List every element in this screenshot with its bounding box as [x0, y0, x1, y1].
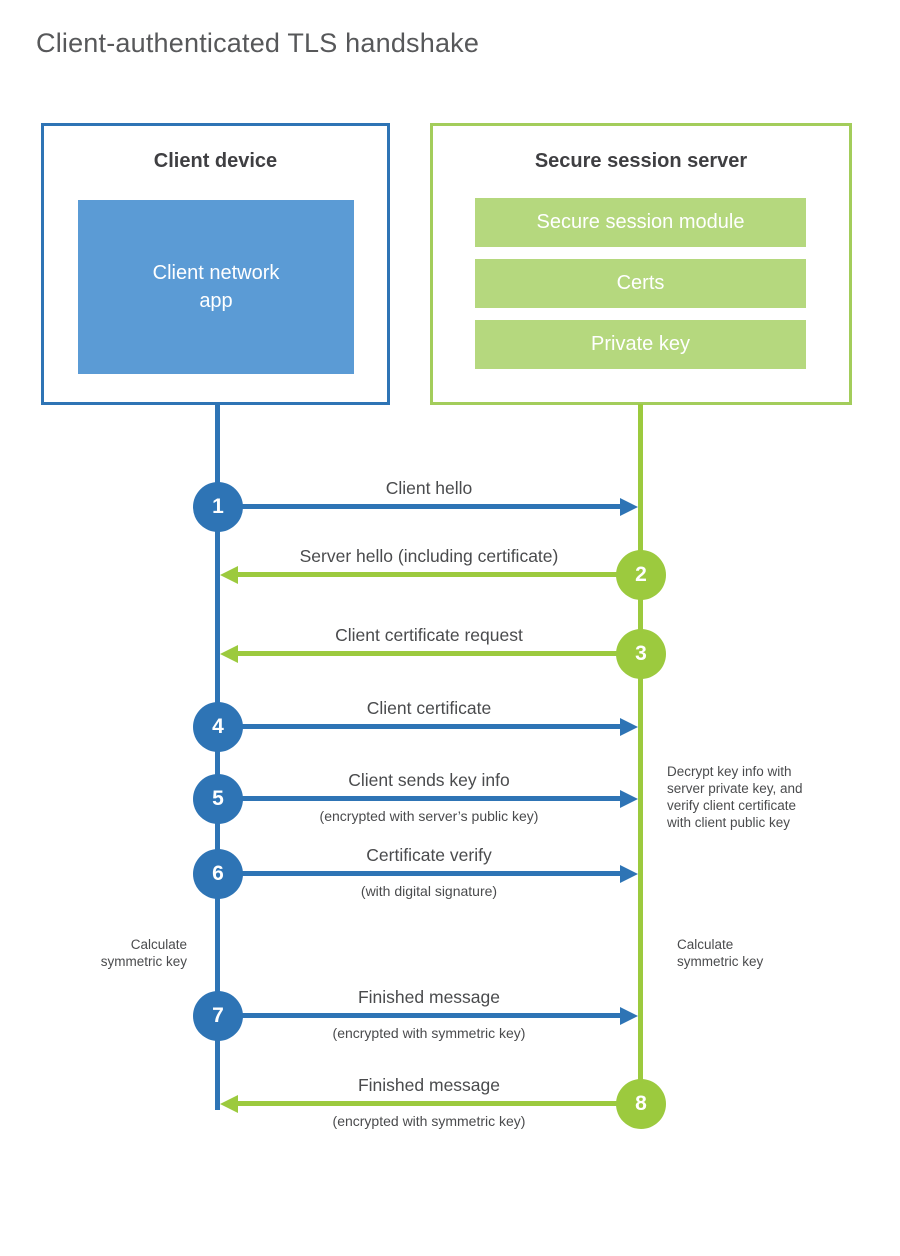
arrow-shaft	[218, 796, 620, 801]
server-private-key-bar: Private key	[475, 320, 806, 369]
arrow-shaft	[218, 724, 620, 729]
arrow-shaft	[218, 871, 620, 876]
arrow-shaft	[238, 1101, 641, 1106]
arrow-head-left-icon	[220, 566, 238, 584]
step-7-badge: 7	[193, 991, 243, 1041]
message-sublabel-finished-client: (encrypted with symmetric key)	[332, 1025, 526, 1041]
decrypt-key-info-note: Decrypt key info with server private key…	[667, 764, 803, 830]
server-certs-label: Certs	[616, 272, 665, 294]
message-sublabel-key-info: (encrypted with server’s public key)	[319, 808, 539, 824]
page-title: Client-authenticated TLS handshake	[36, 28, 480, 58]
message-label-client-hello: Client hello	[385, 478, 473, 498]
arrow-head-left-icon	[220, 645, 238, 663]
step-3-number: 3	[635, 642, 647, 665]
step-8-badge: 8	[616, 1079, 666, 1129]
arrow-head-right-icon	[620, 790, 638, 808]
step-6-badge: 6	[193, 849, 243, 899]
step-5-number: 5	[212, 787, 224, 810]
message-label-cert-request: Client certificate request	[335, 625, 523, 645]
arrow-head-left-icon	[220, 1095, 238, 1113]
secure-session-server-title: Secure session server	[534, 150, 748, 172]
server-lifeline	[638, 404, 643, 1105]
message-label-client-certificate: Client certificate	[366, 698, 492, 718]
step-3-badge: 3	[616, 629, 666, 679]
client-lifeline	[215, 404, 220, 1110]
arrow-shaft	[218, 504, 620, 509]
arrow-shaft	[238, 651, 641, 656]
message-label-cert-verify: Certificate verify	[366, 845, 492, 865]
step-1-number: 1	[212, 495, 224, 518]
message-label-key-info: Client sends key info	[348, 770, 510, 790]
arrow-head-right-icon	[620, 498, 638, 516]
message-label-finished-client: Finished message	[357, 987, 501, 1007]
message-label-finished-server: Finished message	[357, 1075, 501, 1095]
message-label-server-hello: Server hello (including certificate)	[299, 546, 559, 566]
message-sublabel-finished-server: (encrypted with symmetric key)	[332, 1113, 526, 1129]
calc-symmetric-key-note-client: Calculate symmetric key	[100, 937, 187, 969]
arrow-shaft	[218, 1013, 620, 1018]
message-sublabel-cert-verify: (with digital signature)	[360, 883, 498, 899]
server-certs-bar: Certs	[475, 259, 806, 308]
step-1-badge: 1	[193, 482, 243, 532]
step-4-badge: 4	[193, 702, 243, 752]
server-module-label: Secure session module	[536, 211, 745, 233]
arrow-head-right-icon	[620, 1007, 638, 1025]
client-network-app-box: Client network app	[78, 200, 354, 374]
arrow-head-right-icon	[620, 718, 638, 736]
client-device-title: Client device	[153, 150, 278, 172]
calc-symmetric-key-note-server: Calculate symmetric key	[677, 937, 764, 969]
step-7-number: 7	[212, 1004, 224, 1027]
step-5-badge: 5	[193, 774, 243, 824]
arrow-shaft	[238, 572, 641, 577]
server-module-bar: Secure session module	[475, 198, 806, 247]
step-4-number: 4	[212, 715, 224, 738]
step-6-number: 6	[212, 862, 224, 885]
server-private-key-label: Private key	[591, 333, 690, 355]
client-network-app-label: Client network app	[152, 262, 280, 312]
step-2-number: 2	[635, 563, 647, 586]
step-8-number: 8	[635, 1092, 647, 1115]
arrow-head-right-icon	[620, 865, 638, 883]
step-2-badge: 2	[616, 550, 666, 600]
